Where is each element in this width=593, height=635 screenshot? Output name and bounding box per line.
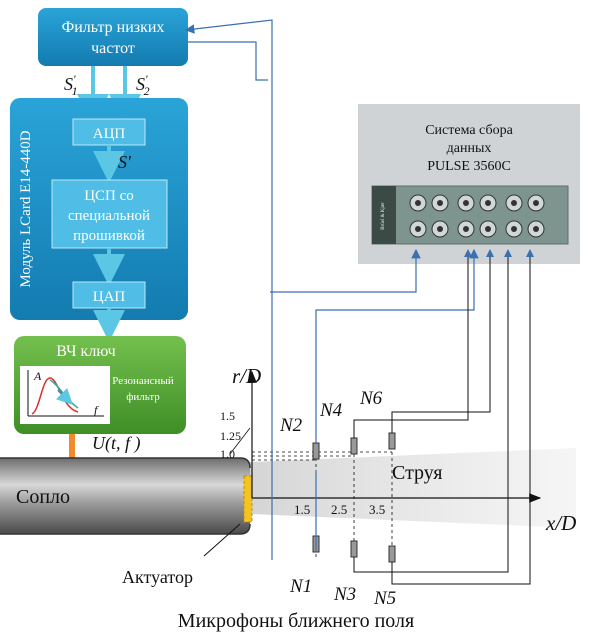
- signal-wires: [184, 19, 479, 560]
- bnc-pin: [437, 200, 443, 206]
- bnc-pin: [463, 226, 469, 232]
- x-tick-label: 2.5: [331, 502, 347, 517]
- r-axis-label: r/D: [232, 364, 261, 388]
- mic-n6-label: N6: [359, 388, 383, 409]
- drive-signal-label: U(t, f ): [92, 433, 141, 454]
- mini-plot-y-label: A: [33, 369, 42, 383]
- mic-n3-label: N3: [333, 584, 356, 605]
- bnc-pin: [511, 226, 517, 232]
- resonance-mini-plot: A f: [20, 366, 110, 424]
- x-axis-label: x/D: [545, 511, 576, 535]
- mic-n5-label: N5: [373, 588, 396, 609]
- pulse-connectors: [409, 194, 545, 238]
- bnc-pin: [415, 200, 421, 206]
- actuator-label: Актуатор: [122, 567, 193, 587]
- pulse-label-line3: PULSE 3560C: [427, 159, 511, 174]
- signal-s1-label: S'1: [64, 72, 78, 98]
- signal-s2-label: S'2: [136, 72, 150, 98]
- dsp-label-line2: специальной: [68, 208, 150, 224]
- pulse-label-line1: Система сбора: [425, 123, 513, 138]
- bnc-pin: [485, 226, 491, 232]
- r-tick-label: 1.0: [220, 447, 235, 461]
- dsp-label-line3: прошивкой: [73, 228, 145, 244]
- bnc-pin: [485, 200, 491, 206]
- bnc-pin: [463, 200, 469, 206]
- microphones-caption: Микрофоны ближнего поля: [178, 610, 414, 632]
- resonant-label-line1: Резонансный: [112, 375, 174, 387]
- actuator: [243, 475, 253, 523]
- pulse-input-wires: [353, 249, 534, 585]
- hf-key-label: ВЧ ключ: [56, 343, 115, 360]
- x-axis-ticks: 1.5 2.5 3.5: [294, 502, 385, 517]
- bnc-pin: [533, 200, 539, 206]
- signal-s-prime-label: S': [118, 152, 132, 172]
- pulse-daq-block: Система сбора данных PULSE 3560C Brüel &…: [358, 104, 580, 264]
- nozzle-label: Сопло: [16, 486, 70, 508]
- mini-plot-x-label: f: [94, 403, 99, 417]
- return-wires: [188, 41, 268, 81]
- adc-block: АЦП: [72, 118, 146, 146]
- nozzle: [0, 457, 251, 535]
- jet-label: Струя: [392, 462, 443, 484]
- filter-label-line1: Фильтр низких: [62, 19, 165, 36]
- jet-plume: [250, 448, 576, 528]
- mic-n2-label: N2: [279, 415, 303, 436]
- mic-n1-label: N1: [289, 576, 312, 597]
- module-label: Модуль LCard E14-440D: [18, 130, 34, 287]
- mic-n4-label: N4: [319, 400, 343, 421]
- x-tick-label: 3.5: [369, 502, 385, 517]
- dac-label: ЦАП: [93, 289, 126, 305]
- bnc-pin: [415, 226, 421, 232]
- lowpass-filter-block: Фильтр низких частот: [38, 8, 188, 66]
- actuator-pointer: [203, 523, 241, 557]
- r-tick-label: 1.5: [220, 409, 235, 423]
- dsp-block: ЦСП со специальной прошивкой: [51, 179, 168, 249]
- bnc-pin: [511, 200, 517, 206]
- pulse-label-line2: данных: [447, 141, 492, 156]
- x-tick-label: 1.5: [294, 502, 310, 517]
- resonant-label-line2: фильтр: [126, 391, 160, 403]
- bnc-pin: [533, 226, 539, 232]
- bnc-pin: [437, 226, 443, 232]
- dsp-label-line1: ЦСП со: [84, 188, 134, 204]
- filter-label-line2: частот: [91, 40, 135, 57]
- adc-label: АЦП: [93, 126, 126, 142]
- r-tick-label: 1.25: [220, 429, 241, 443]
- r-axis-ticks: 1.5 1.25 1.0: [220, 409, 241, 461]
- pulse-brand-logo: Brüel & Kjær: [381, 202, 386, 230]
- dac-block: ЦАП: [72, 281, 146, 309]
